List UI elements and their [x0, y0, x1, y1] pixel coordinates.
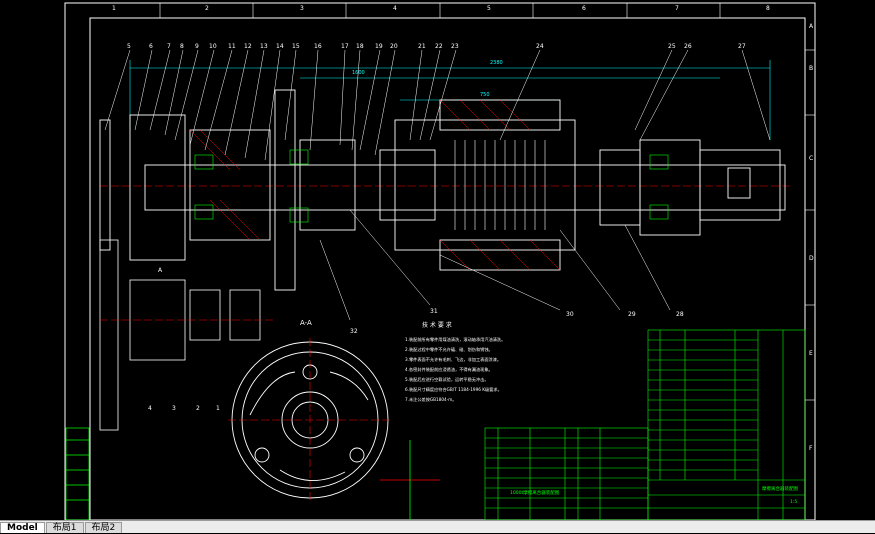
zone-side-c: C — [809, 155, 813, 162]
balloon-22: 22 — [435, 43, 443, 50]
tab-layout-1[interactable]: 布局1 — [45, 522, 84, 533]
balloon-32: 32 — [350, 328, 358, 335]
balloon-30: 30 — [566, 311, 574, 318]
bearings — [194, 149, 669, 223]
section-label: A-A — [300, 319, 312, 327]
zone-top-7: 7 — [675, 5, 679, 12]
friction-discs — [454, 140, 546, 230]
zone-top-2: 2 — [205, 5, 209, 12]
balloon-16: 16 — [314, 43, 322, 50]
parts-list-right — [647, 329, 806, 520]
balloon-8: 8 — [180, 43, 184, 50]
balloon-29: 29 — [628, 311, 636, 318]
zone-top-8: 8 — [766, 5, 770, 12]
balloon-6: 6 — [149, 43, 153, 50]
zone-top-1: 1 — [112, 5, 116, 12]
notes-line-7: 7.未注公差按GB1804-m。 — [405, 396, 457, 403]
balloon-11: 11 — [228, 43, 236, 50]
left-stamp-block — [65, 427, 90, 520]
title-block-scale: 1:5 — [790, 499, 797, 505]
lower-left-parts — [99, 239, 275, 431]
zone-labels: 1 2 3 4 5 6 7 8 A B C D E F — [112, 5, 814, 452]
balloon-10: 10 — [209, 43, 217, 50]
tab-layout-2[interactable]: 布局2 — [84, 522, 123, 533]
balloon-28: 28 — [676, 311, 684, 318]
balloon-25: 25 — [668, 43, 676, 50]
balloon-3: 3 — [172, 405, 176, 412]
notes-title: 技 术 要 求 — [422, 321, 452, 329]
notes-line-5: 5.装配后应进行空载试验，运转平稳无冲击。 — [405, 376, 489, 383]
zone-ticks — [159, 3, 815, 401]
balloon-7: 7 — [167, 43, 171, 50]
balloon-2: 2 — [196, 405, 200, 412]
cad-drawing-canvas[interactable]: 1 2 3 4 5 6 7 8 A B C D E F 2380 1600 75… — [0, 0, 875, 520]
bottom-table-title: 1000t摩擦离合器装配图 — [510, 489, 560, 496]
title-block-name: 摩擦离合器装配图 — [762, 485, 798, 492]
technical-notes: 技 术 要 求 1.装配前所有零件用煤油清洗，滚动轴承用汽油清洗。 2.装配过程… — [405, 321, 505, 403]
balloon-numbers: 5 6 7 8 9 10 11 12 13 14 15 16 17 18 19 … — [127, 43, 746, 412]
zone-side-d: D — [809, 255, 814, 262]
balloon-26: 26 — [684, 43, 692, 50]
marker-a: A — [158, 267, 163, 274]
ucs-crosshair — [380, 440, 440, 520]
zone-side-f: F — [809, 445, 813, 452]
balloon-15: 15 — [292, 43, 300, 50]
balloon-21: 21 — [418, 43, 426, 50]
balloon-leaders — [104, 49, 771, 321]
balloon-1: 1 — [216, 405, 220, 412]
balloon-12: 12 — [244, 43, 252, 50]
zone-top-3: 3 — [300, 5, 304, 12]
zone-top-5: 5 — [487, 5, 491, 12]
balloon-20: 20 — [390, 43, 398, 50]
balloon-17: 17 — [341, 43, 349, 50]
layout-tab-bar: Model 布局1 布局2 — [0, 520, 875, 533]
notes-line-6: 6.装配尺寸精度应符合GB/T 1184-1996 K级要求。 — [405, 386, 502, 393]
section-aa-view — [228, 338, 392, 502]
balloon-18: 18 — [356, 43, 364, 50]
zone-side-b: B — [809, 65, 813, 72]
balloon-13: 13 — [260, 43, 268, 50]
balloon-14: 14 — [276, 43, 284, 50]
zone-top-4: 4 — [393, 5, 397, 12]
balloon-4: 4 — [148, 405, 152, 412]
balloon-9: 9 — [195, 43, 199, 50]
zone-side-a: A — [809, 23, 814, 30]
notes-line-2: 2.装配过程中零件不允许磕、碰、划伤和锈蚀。 — [405, 346, 493, 353]
notes-line-4: 4.各密封件装配前应浸透油，不得有漏油现象。 — [405, 366, 493, 373]
dim-inner: 750 — [480, 92, 490, 98]
balloon-19: 19 — [375, 43, 383, 50]
notes-line-1: 1.装配前所有零件用煤油清洗，滚动轴承用汽油清洗。 — [405, 336, 505, 343]
balloon-31: 31 — [430, 308, 438, 315]
hatching — [189, 99, 561, 271]
dim-overall: 2380 — [490, 60, 503, 66]
balloon-27: 27 — [738, 43, 746, 50]
balloon-24: 24 — [536, 43, 544, 50]
parts-list-bottom — [484, 427, 649, 520]
main-assembly — [99, 89, 790, 291]
zone-top-6: 6 — [582, 5, 586, 12]
zone-side-e: E — [809, 350, 813, 357]
tab-model[interactable]: Model — [0, 522, 45, 533]
notes-line-3: 3.零件表面不允许有毛刺、飞边，非加工表面涂漆。 — [405, 356, 501, 363]
balloon-5: 5 — [127, 43, 131, 50]
balloon-23: 23 — [451, 43, 459, 50]
